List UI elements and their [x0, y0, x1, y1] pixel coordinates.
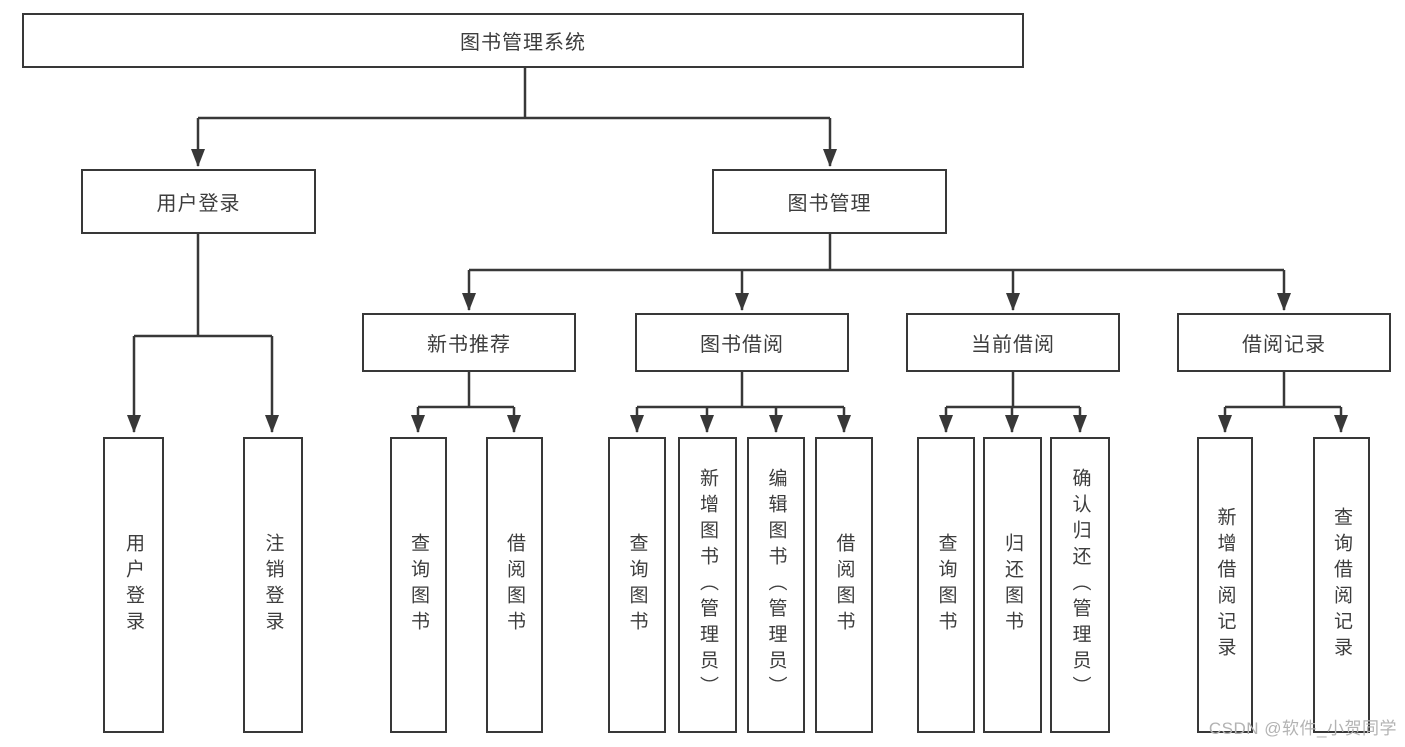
leaf-query-borrow-record: 查询借阅记录 — [1313, 437, 1370, 733]
leaf-borrow-books-label: 借阅图书 — [833, 533, 855, 637]
leaf-query-books-borrow-label: 查询图书 — [626, 533, 648, 637]
node-root-system-label: 图书管理系统 — [460, 32, 586, 54]
leaf-user-login: 用户登录 — [103, 437, 164, 733]
leaf-query-borrow-record-label: 查询借阅记录 — [1331, 507, 1352, 663]
leaf-edit-books-admin-label: 编辑图书（管理员） — [765, 468, 787, 702]
node-root-system: 图书管理系统 — [22, 13, 1024, 68]
leaf-add-borrow-record: 新增借阅记录 — [1197, 437, 1253, 733]
node-user-login-branch-label: 用户登录 — [156, 193, 241, 215]
node-borrowing-records-label: 借阅记录 — [1242, 334, 1326, 356]
leaf-borrow-books: 借阅图书 — [815, 437, 873, 733]
node-current-borrowing-label: 当前借阅 — [971, 334, 1055, 356]
leaf-query-books-current-label: 查询图书 — [935, 533, 957, 637]
leaf-confirm-return-admin-label: 确认归还（管理员） — [1069, 468, 1091, 702]
node-current-borrowing: 当前借阅 — [906, 313, 1120, 372]
leaf-borrow-books-recommend-label: 借阅图书 — [504, 533, 525, 637]
leaf-logout: 注销登录 — [243, 437, 303, 733]
node-book-management-branch: 图书管理 — [712, 169, 947, 234]
node-new-book-recommendation-label: 新书推荐 — [427, 334, 511, 356]
leaf-borrow-books-recommend: 借阅图书 — [486, 437, 543, 733]
node-book-borrowing: 图书借阅 — [635, 313, 849, 372]
node-new-book-recommendation: 新书推荐 — [362, 313, 576, 372]
node-book-management-branch-label: 图书管理 — [787, 193, 872, 215]
node-user-login-branch: 用户登录 — [81, 169, 316, 234]
leaf-logout-label: 注销登录 — [262, 533, 284, 637]
leaf-edit-books-admin: 编辑图书（管理员） — [747, 437, 805, 733]
csdn-watermark: CSDN @软件_小贺同学 — [1208, 719, 1397, 738]
leaf-confirm-return-admin: 确认归还（管理员） — [1050, 437, 1110, 733]
node-borrowing-records: 借阅记录 — [1177, 313, 1391, 372]
leaf-query-books-recommend-label: 查询图书 — [408, 533, 429, 637]
node-book-borrowing-label: 图书借阅 — [700, 334, 784, 356]
leaf-return-books-label: 归还图书 — [1002, 533, 1023, 637]
leaf-return-books: 归还图书 — [983, 437, 1042, 733]
leaf-user-login-label: 用户登录 — [123, 533, 144, 637]
leaf-add-books-admin: 新增图书（管理员） — [678, 437, 737, 733]
leaf-query-books-recommend: 查询图书 — [390, 437, 447, 733]
leaf-query-books-current: 查询图书 — [917, 437, 975, 733]
leaf-add-books-admin-label: 新增图书（管理员） — [697, 468, 718, 702]
leaf-query-books-borrow: 查询图书 — [608, 437, 666, 733]
leaf-add-borrow-record-label: 新增借阅记录 — [1214, 507, 1236, 663]
